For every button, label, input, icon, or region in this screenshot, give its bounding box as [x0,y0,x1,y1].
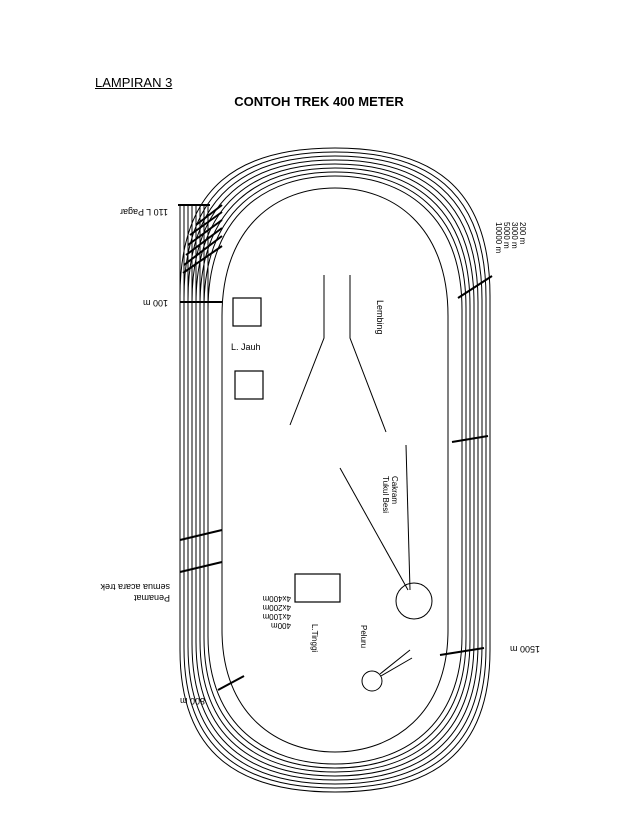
discus-sector-right [405,444,411,591]
relay-4x200-label: 4x200m [262,603,291,612]
shot-put-label: Peluru [359,625,368,648]
lane-line-7 [203,171,467,769]
lane-line-2 [183,151,487,789]
sprint-straight [178,204,223,310]
javelin-runway [289,275,387,433]
appendix-label: LAMPIRAN 3 [95,75,173,90]
lane-line-4 [191,159,479,781]
shot-put-sector-left [379,649,411,675]
lane-line-3 [187,155,483,785]
start-1500-label: 1500 m [510,644,540,654]
lane-line-5 [195,163,475,777]
lane-line-6 [199,167,471,773]
all-track-events-label: semua acara trek [100,582,170,592]
high-jump-area [294,573,341,603]
start-3000-label: 3000 m [510,222,519,249]
start-marks [179,275,493,691]
lane-line-8 [207,175,463,765]
relay-4x100-label: 4x100m [262,612,291,621]
lane-line-1 [179,147,491,793]
shot-put-circle [361,670,383,692]
start-400-label: 400m [271,621,291,630]
long-jump-label: L. Jauh [231,342,261,352]
sprint-100-label: 100 m [143,298,168,308]
high-jump-label: L.Tinggi [310,624,319,652]
page-title: CONTOH TREK 400 METER [234,94,404,109]
long-jump-pit-2 [234,370,264,400]
discus-circle [395,582,433,620]
relay-4x400-label: 4x400m [262,594,291,603]
start-10000-label: 10000 m [494,222,503,253]
start-200-label: 200 m [518,222,527,245]
hurdles-110-label: 110 L Pagar [120,207,168,217]
track-lanes [179,147,491,793]
discus-sector-left [339,467,409,591]
lane-line-inner [221,187,449,753]
hammer-label: Tukul Besi [381,476,390,513]
start-5000-label: 5000 m [502,222,511,249]
javelin-label: Lembing [375,300,385,335]
hurdle-marks [182,204,223,274]
discus-label: Cakram [390,476,399,504]
long-jump-pit-1 [232,297,262,327]
shot-put-sector-right [380,657,413,677]
start-800-label: 800 m [180,696,205,706]
finish-label: Penamat [133,593,170,603]
